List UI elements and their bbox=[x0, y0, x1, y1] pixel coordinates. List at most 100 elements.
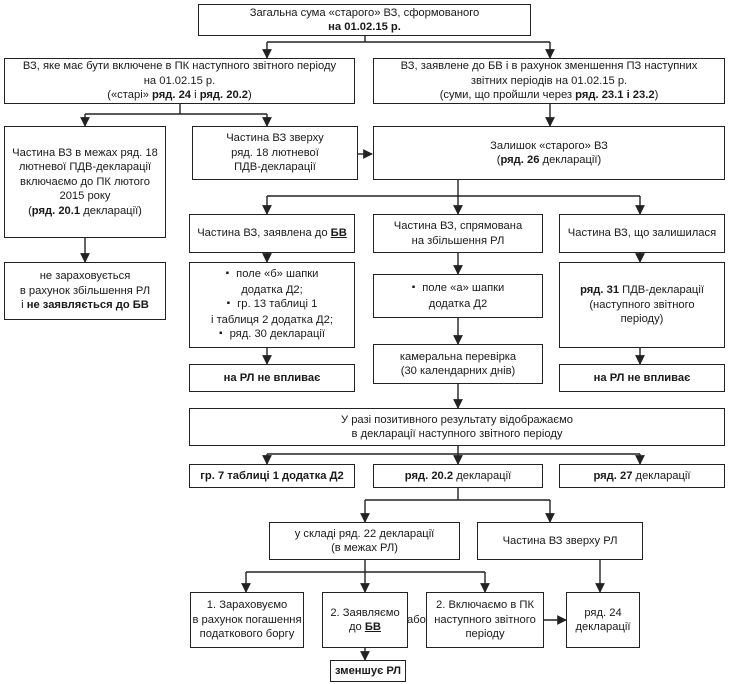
node-gr7: гр. 7 таблиці 1 додатка Д2 bbox=[189, 464, 355, 488]
node-not-counted-line3: і не заявляється до БВ bbox=[21, 298, 149, 313]
node-positive: У разі позитивного результату відображає… bbox=[189, 408, 725, 446]
node-rl-fields-line2: додатка Д2 bbox=[428, 297, 488, 310]
node-right-top-line1: ВЗ, заявлене до БВ і в рахунок зменшення… bbox=[400, 60, 698, 73]
node-limits-line5: (ряд. 20.1 декларації) bbox=[28, 204, 142, 219]
node-left-top-line3: («старі» ряд. 24 і ряд. 20.2) bbox=[107, 88, 252, 103]
node-limits-line4: 2015 року bbox=[59, 190, 111, 203]
node-declared-bv: Частина ВЗ, заявлена до БВ bbox=[189, 214, 355, 253]
node-no-effect-right: на РЛ не впливає bbox=[559, 364, 725, 392]
node-include-pk-line3: періоду bbox=[465, 628, 505, 641]
node-row31-row: ряд. 31 bbox=[580, 284, 620, 297]
node-declare-line1: 2. Заявляємо bbox=[330, 606, 400, 619]
node-row31-line3: періоду) bbox=[620, 313, 664, 326]
node-left-top-row24: ряд. 24 bbox=[152, 89, 192, 102]
node-left-over-text: Частина ВЗ, що залишилася bbox=[567, 227, 717, 240]
node-offset-line1: 1. Зараховуємо bbox=[206, 599, 288, 612]
node-bv-fields-line5: ряд. 30 декларації bbox=[219, 327, 325, 343]
node-remainder-line2: (ряд. 26 декларації) bbox=[497, 153, 602, 168]
connector-left-top-split bbox=[85, 104, 267, 115]
node-not-counted-line1: не зараховується bbox=[39, 270, 131, 283]
node-increase-rl-line1: Частина ВЗ, спрямована bbox=[393, 220, 523, 232]
connector-r202-split bbox=[365, 488, 550, 501]
node-remainder-line2-pre: ( bbox=[496, 154, 501, 166]
node-right-top: ВЗ, заявлене до БВ і в рахунок зменшення… bbox=[373, 58, 725, 104]
node-positive-line1: У разі позитивного результату відображає… bbox=[341, 413, 573, 426]
node-r202-row: ряд. 20.2 bbox=[404, 469, 454, 482]
node-r202-post: декларації bbox=[453, 469, 512, 482]
node-not-counted-line3-pre: і bbox=[21, 299, 27, 312]
node-r24-line1: ряд. 24 bbox=[584, 606, 622, 619]
node-bv-fields: поле «б» шапки додатка Д2; гр. 13 таблиц… bbox=[189, 262, 355, 348]
node-left-top-line2: на 01.02.15 р. bbox=[143, 74, 216, 87]
node-limits-row201: ряд. 20.1 bbox=[31, 204, 81, 217]
node-remainder-line2-post: декларації) bbox=[539, 154, 602, 166]
node-above-line2: ряд. 18 лютневої bbox=[231, 146, 319, 159]
node-above: Частина ВЗ зверху ряд. 18 лютневої ПДВ-д… bbox=[192, 126, 358, 180]
node-right-top-line3-post: ) bbox=[654, 89, 659, 102]
node-r27-row: ряд. 27 bbox=[593, 469, 633, 482]
node-above-line1: Частина ВЗ зверху bbox=[226, 132, 324, 145]
node-r27-text: ряд. 27 декларації bbox=[593, 469, 690, 484]
node-no-effect-right-text: на РЛ не впливає bbox=[593, 371, 691, 384]
or-label: або bbox=[407, 614, 426, 626]
node-row31-line1-post: ПДВ-декларації bbox=[619, 284, 704, 297]
node-bv-fields-line3: гр. 13 таблиці 1 bbox=[227, 297, 317, 313]
node-above-part: Частина ВЗ зверху РЛ bbox=[477, 522, 643, 560]
node-remainder-row26: ряд. 26 bbox=[500, 154, 540, 166]
node-increase-rl-line2: на збільшення РЛ bbox=[411, 234, 505, 247]
node-remainder-line1: Залишок «старого» ВЗ bbox=[490, 139, 608, 152]
node-audit-line2: (30 календарних днів) bbox=[400, 365, 516, 377]
node-total: Загальна сума «старого» ВЗ, сформованого… bbox=[198, 4, 531, 36]
node-left-top-line3-post: ) bbox=[248, 89, 252, 102]
node-r202-text: ряд. 20.2 декларації bbox=[405, 469, 511, 484]
node-limits-line2: лютневої ПДВ-декларації bbox=[18, 161, 152, 174]
node-include-pk: 2. Включаємо в ПК наступного звітного пе… bbox=[426, 592, 544, 648]
node-include-pk-line1: 2. Включаємо в ПК bbox=[436, 599, 534, 612]
node-right-top-rows: ряд. 23.1 і 23.2 bbox=[575, 89, 655, 102]
node-not-counted-line3-bold: не заявляється до БВ bbox=[26, 299, 149, 312]
node-offset-line2: в рахунок погашення bbox=[192, 613, 302, 626]
node-left-top-row202: ряд. 20.2 bbox=[199, 89, 249, 102]
node-left-top: ВЗ, яке має бути включене в ПК наступног… bbox=[4, 58, 355, 104]
node-above-line3: ПДВ-декларації bbox=[234, 161, 316, 174]
node-right-top-line3-pre: (суми, що пройшли через bbox=[439, 89, 576, 102]
node-offset-line3: податкового боргу bbox=[199, 628, 295, 641]
node-r24-line2: декларації bbox=[575, 621, 631, 633]
node-limits-line1: Частина ВЗ в межах ряд. 18 bbox=[12, 146, 158, 159]
node-declare-line2: до БВ bbox=[349, 620, 381, 635]
node-declared-bv-bv: БВ bbox=[330, 227, 347, 240]
node-no-effect-left-text: на РЛ не впливає bbox=[223, 371, 321, 384]
node-limits-line5-post: декларації) bbox=[80, 204, 142, 217]
node-right-top-line2: звітних періодів на 01.02.15 р. bbox=[470, 74, 628, 87]
node-audit: камеральна перевірка (30 календарних дні… bbox=[373, 344, 543, 384]
node-limits-line5-pre: ( bbox=[28, 204, 32, 217]
node-left-top-line3-mid: і bbox=[191, 89, 200, 102]
connector-total-split bbox=[267, 36, 550, 43]
node-limits: Частина ВЗ в межах ряд. 18 лютневої ПДВ-… bbox=[4, 126, 166, 238]
node-not-counted-line2: в рахунок збільшення РЛ bbox=[19, 284, 151, 297]
node-above-part-text: Частина ВЗ зверху РЛ bbox=[502, 534, 618, 547]
node-r202: ряд. 20.2 декларації bbox=[373, 464, 543, 488]
node-increase-rl: Частина ВЗ, спрямована на збільшення РЛ bbox=[373, 214, 543, 253]
node-audit-line1: камеральна перевірка bbox=[399, 350, 517, 363]
node-not-counted: не зараховується в рахунок збільшення РЛ… bbox=[4, 262, 166, 320]
node-declare-line2-pre: до bbox=[349, 621, 365, 633]
node-bv-fields-line2: додатка Д2; bbox=[241, 283, 303, 296]
node-total-line1: Загальна сума «старого» ВЗ, сформованого bbox=[249, 6, 480, 19]
node-gr7-text: гр. 7 таблиці 1 додатка Д2 bbox=[200, 469, 344, 482]
node-remainder: Залишок «старого» ВЗ (ряд. 26 декларації… bbox=[373, 126, 725, 180]
node-r27: ряд. 27 декларації bbox=[559, 464, 725, 488]
node-within22-line2: (в межах РЛ) bbox=[331, 542, 398, 554]
node-r27-post: декларації bbox=[632, 469, 691, 482]
node-r24: ряд. 24 декларації bbox=[566, 592, 640, 648]
node-right-top-line3: (суми, що пройшли через ряд. 23.1 і 23.2… bbox=[440, 88, 659, 103]
node-declare: 2. Заявляємо до БВ bbox=[322, 592, 408, 648]
node-offset: 1. Зараховуємо в рахунок погашення подат… bbox=[190, 592, 304, 648]
node-left-top-line1: ВЗ, яке має бути включене в ПК наступног… bbox=[22, 60, 337, 73]
node-row31: ряд. 31 ПДВ-декларації (наступного звітн… bbox=[559, 262, 725, 348]
node-no-effect-left: на РЛ не впливає bbox=[189, 364, 355, 392]
node-left-top-line3-pre: («старі» bbox=[107, 89, 153, 102]
node-positive-line2: в декларації наступного звітного періоду bbox=[351, 428, 563, 440]
